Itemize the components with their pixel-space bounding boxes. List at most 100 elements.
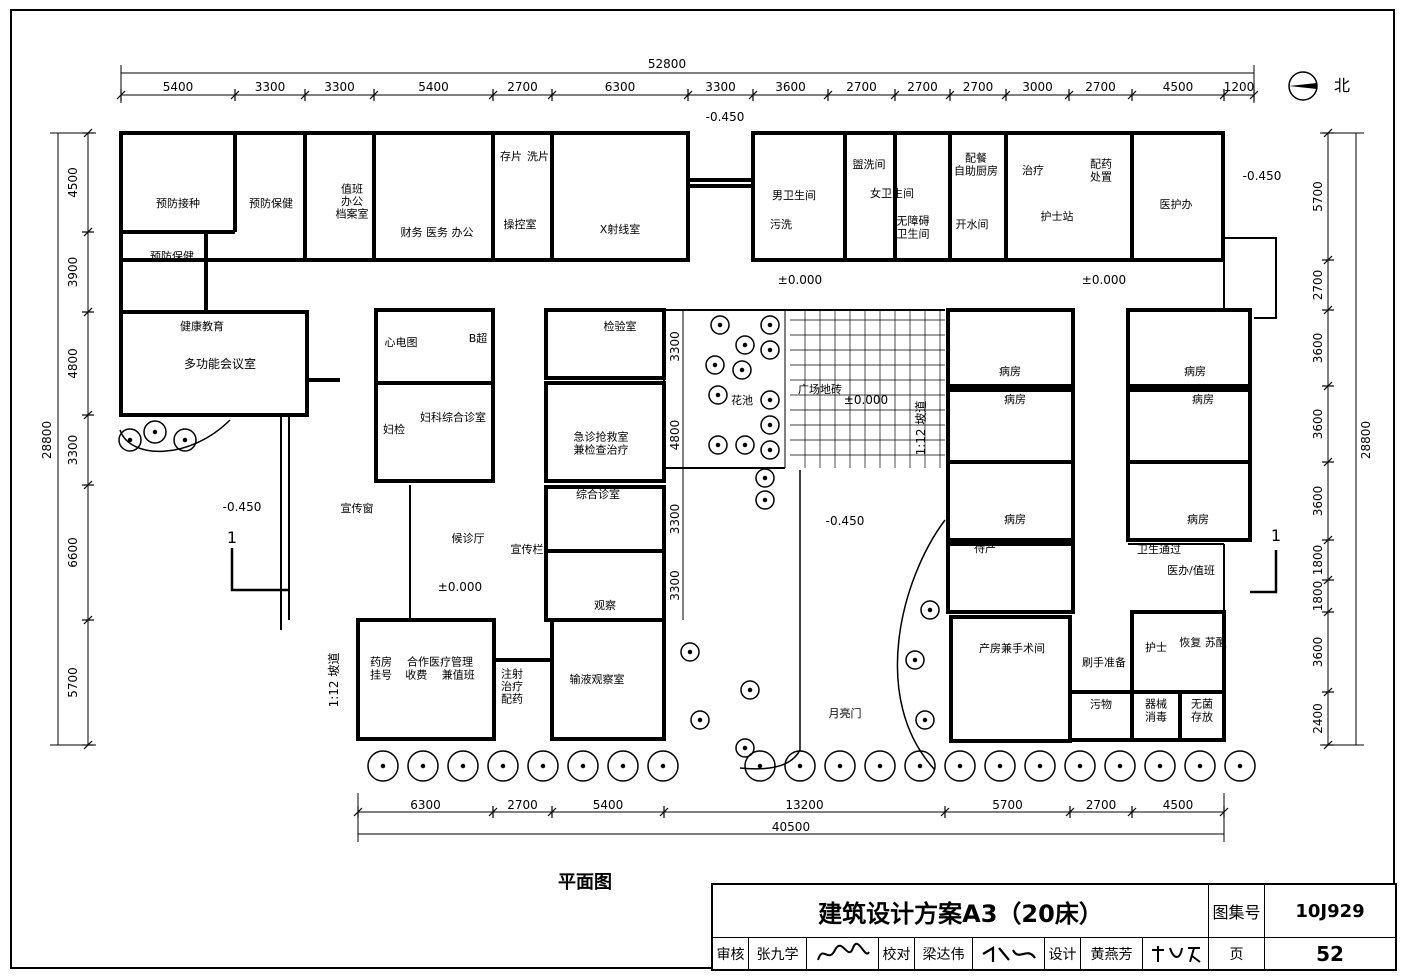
room-bulletin-window: 宣传窗 <box>341 501 374 515</box>
room-duty-office: 值班办公档案室 <box>336 182 369 220</box>
dim-top-3: 5400 <box>418 80 449 94</box>
room-ward-0: 病房 <box>999 364 1021 378</box>
tree <box>784 750 816 782</box>
dim-left-5: 5700 <box>66 667 80 698</box>
dim-tick <box>1001 90 1011 100</box>
dim-top-5: 6300 <box>605 80 636 94</box>
level-east: -0.450 <box>1243 169 1282 183</box>
tree <box>915 710 935 730</box>
dim-right-5: 1800 <box>1311 545 1325 576</box>
dimension-ticks <box>82 89 1334 818</box>
room-waiting-labor: 待产 <box>974 541 996 555</box>
tree <box>735 738 755 758</box>
dim-tick <box>1323 607 1333 617</box>
dim-tick <box>1323 255 1333 265</box>
dim-top-9: 2700 <box>907 80 938 94</box>
tree <box>744 750 776 782</box>
level-lobby: ±0.000 <box>438 580 482 594</box>
room-general-clinic: 综合诊室 <box>576 487 620 501</box>
dim-tick <box>230 90 240 100</box>
room-male-wc: 男卫生间 <box>772 188 816 202</box>
room-film-storage: 存片 <box>500 149 522 163</box>
dim-left-1: 3900 <box>66 257 80 288</box>
dim-tick <box>823 90 833 100</box>
room-flower-bed: 花池 <box>731 394 753 407</box>
dim-tick <box>547 807 557 817</box>
room-ecg: 心电图 <box>385 336 418 349</box>
dim-right-total: 28800 <box>1359 421 1373 459</box>
dim-top-total: 52800 <box>648 57 686 71</box>
dim-tick <box>1127 90 1137 100</box>
room-boiling-water: 开水间 <box>956 218 989 231</box>
dim-left-0: 4500 <box>66 167 80 198</box>
room-gyn-exam: 妇检 <box>383 422 405 436</box>
tree <box>680 642 700 662</box>
room-square-paving: 广场地砖 <box>798 382 842 396</box>
tree <box>1224 750 1256 782</box>
section-mark-east: 1 <box>1271 526 1281 545</box>
checker-signature <box>973 938 1045 969</box>
dim-top-13: 4500 <box>1163 80 1194 94</box>
level-north-corridor: -0.450 <box>706 110 745 124</box>
room-dirty-wash: 污洗 <box>770 218 792 231</box>
tree <box>567 750 599 782</box>
dim-bottom-6: 4500 <box>1163 798 1194 812</box>
section-marks <box>230 548 1278 594</box>
tree <box>740 680 760 700</box>
tree <box>708 435 728 455</box>
room-catering: 配餐自助厨房 <box>954 151 998 178</box>
dim-tick <box>116 90 126 100</box>
dim-top-4: 2700 <box>507 80 538 94</box>
tree <box>760 340 780 360</box>
tree <box>607 750 639 782</box>
dim-tick <box>488 807 498 817</box>
tree <box>143 420 167 444</box>
review-label: 审核 <box>713 938 749 969</box>
tree <box>824 750 856 782</box>
room-infusion: 输液观察室 <box>570 672 625 686</box>
dim-tick <box>1323 128 1333 138</box>
room-ward-2: 病房 <box>1004 392 1026 406</box>
room-moon-gate: 月亮门 <box>829 706 862 720</box>
tree <box>984 750 1016 782</box>
dim-right-1: 2700 <box>1311 270 1325 301</box>
room-pharmacy: 药房挂号 <box>370 656 392 682</box>
room-finance-medical: 财务 医务 办公 <box>401 225 474 239</box>
dim-tick <box>353 807 363 817</box>
dim-right-3: 3600 <box>1311 409 1325 440</box>
dim-tick <box>1065 807 1075 817</box>
dim-right-2: 3600 <box>1311 333 1325 364</box>
dim-tick <box>1323 535 1333 545</box>
ramp-east: 1:12 坡道 <box>914 401 928 456</box>
dim-top-11: 3000 <box>1022 80 1053 94</box>
room-medical-office: 医护办 <box>1160 197 1193 211</box>
room-doctor-duty: 医办/值班 <box>1167 564 1215 577</box>
level-center-south: -0.450 <box>826 514 865 528</box>
tree <box>760 390 780 410</box>
level-hall-2: ±0.000 <box>1082 273 1126 287</box>
drawing-title: 建筑设计方案A3（20床） <box>713 885 1209 938</box>
dim-tick <box>83 307 93 317</box>
room-gyn-clinic: 妇科综合诊室 <box>420 410 486 424</box>
dim-tick <box>1219 807 1229 817</box>
tree <box>690 710 710 730</box>
dim-tick <box>1323 575 1333 585</box>
tree <box>407 750 439 782</box>
room-ward-1: 病房 <box>1184 364 1206 378</box>
room-injection: 注射治疗配药 <box>501 666 523 705</box>
dim-tick <box>83 740 93 750</box>
room-recovery: 恢复 苏醒 <box>1179 635 1227 649</box>
dim-top-12: 2700 <box>1085 80 1116 94</box>
dim-tick <box>83 227 93 237</box>
dim-bottom-2: 5400 <box>593 798 624 812</box>
room-nurse: 护士 <box>1145 640 1167 654</box>
room-dirty-room: 污物 <box>1090 697 1112 711</box>
dim-tick <box>83 128 93 138</box>
dim-bottom-0: 6300 <box>410 798 441 812</box>
room-barrier-free-wc: 无障碍卫生间 <box>897 214 930 241</box>
dim-bottom-1: 2700 <box>507 798 538 812</box>
room-preventive-care2: 预防保健 <box>150 249 194 263</box>
tree <box>735 435 755 455</box>
